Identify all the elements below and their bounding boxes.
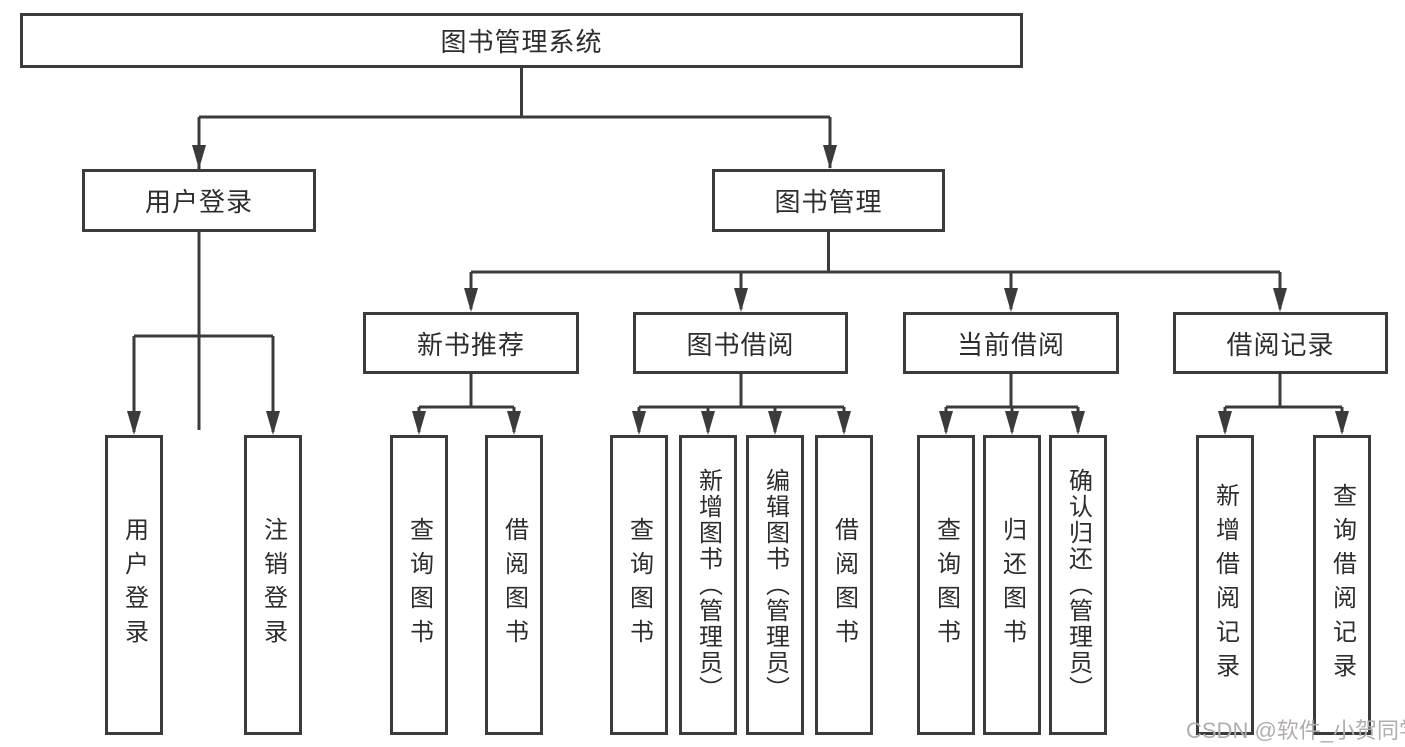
leaf-return-books-label: 归还图书 xyxy=(998,517,1026,653)
leaf-query-books-recommend: 查询图书 xyxy=(390,435,448,735)
node-book-management: 图书管理 xyxy=(712,169,945,232)
connector-root-to-level2 xyxy=(192,68,837,430)
leaf-query-books-current: 查询图书 xyxy=(917,435,975,735)
leaf-add-books-admin: 新增图书（管理员） xyxy=(679,435,737,735)
leaf-query-books-borrow-label: 查询图书 xyxy=(625,517,653,653)
node-new-book-recommend: 新书推荐 xyxy=(363,312,579,374)
leaf-add-borrow-record: 新增借阅记录 xyxy=(1196,435,1254,735)
arrowhead-icon xyxy=(701,411,715,435)
arrowhead-icon xyxy=(1335,411,1349,435)
arrowhead-icon xyxy=(464,288,478,312)
arrowhead-icon xyxy=(412,411,426,435)
leaf-query-books-recommend-label: 查询图书 xyxy=(405,517,433,653)
leaf-return-books: 归还图书 xyxy=(983,435,1041,735)
leaf-borrow-books-recommend-label: 借阅图书 xyxy=(500,517,528,653)
leaf-edit-books-admin: 编辑图书（管理员） xyxy=(746,435,804,735)
csdn-watermark: CSDN @软件_小贺同学 xyxy=(1186,718,1405,743)
arrowhead-icon xyxy=(1273,288,1287,312)
node-book-borrow: 图书借阅 xyxy=(633,312,848,374)
node-current-borrow: 当前借阅 xyxy=(903,312,1119,374)
leaf-borrow-books-label: 借阅图书 xyxy=(830,517,858,653)
connector-book-borrow-group xyxy=(632,374,851,435)
leaf-logout: 注销登录 xyxy=(244,435,302,735)
leaf-query-books-borrow: 查询图书 xyxy=(610,435,668,735)
leaf-edit-books-admin-label: 编辑图书（管理员） xyxy=(761,468,789,702)
node-book-management-label: 图书管理 xyxy=(774,187,883,217)
leaf-borrow-books-recommend: 借阅图书 xyxy=(485,435,543,735)
arrowhead-icon xyxy=(127,411,141,435)
arrowhead-icon xyxy=(1005,411,1019,435)
node-book-borrow-label: 图书借阅 xyxy=(686,329,795,360)
leaf-query-borrow-record-label: 查询借阅记录 xyxy=(1328,483,1356,687)
arrowhead-icon xyxy=(1071,411,1085,435)
connector-current-borrow-group xyxy=(939,374,1085,435)
connector-user-login-group xyxy=(127,232,280,435)
node-borrow-records: 借阅记录 xyxy=(1173,312,1388,374)
node-root: 图书管理系统 xyxy=(20,13,1023,68)
leaf-logout-label: 注销登录 xyxy=(259,517,287,653)
arrowhead-icon xyxy=(192,145,206,169)
leaf-user-login: 用户登录 xyxy=(105,435,163,735)
node-user-login: 用户登录 xyxy=(82,169,316,232)
arrowhead-icon xyxy=(768,411,782,435)
connector-book-management-group xyxy=(464,232,1287,312)
node-new-book-recommend-label: 新书推荐 xyxy=(416,329,525,360)
leaf-borrow-books: 借阅图书 xyxy=(815,435,873,735)
node-root-label: 图书管理系统 xyxy=(440,27,603,57)
arrowhead-icon xyxy=(507,411,521,435)
leaf-query-borrow-record: 查询借阅记录 xyxy=(1313,435,1371,735)
leaf-add-borrow-record-label: 新增借阅记录 xyxy=(1211,483,1239,687)
arrowhead-icon xyxy=(266,411,280,435)
arrowhead-icon xyxy=(734,288,748,312)
arrowhead-icon xyxy=(632,411,646,435)
arrowhead-icon xyxy=(1004,288,1018,312)
leaf-confirm-return-admin: 确认归还（管理员） xyxy=(1049,435,1107,735)
connector-borrow-record-group xyxy=(1218,374,1349,435)
connector-new-book-group xyxy=(412,374,521,435)
leaf-add-books-admin-label: 新增图书（管理员） xyxy=(694,468,722,702)
leaf-confirm-return-admin-label: 确认归还（管理员） xyxy=(1064,468,1092,702)
arrowhead-icon xyxy=(823,145,837,169)
arrowhead-icon xyxy=(837,411,851,435)
node-user-login-label: 用户登录 xyxy=(144,187,253,217)
leaf-query-books-current-label: 查询图书 xyxy=(932,517,960,653)
leaf-user-login-label: 用户登录 xyxy=(120,517,148,653)
arrowhead-icon xyxy=(1218,411,1232,435)
arrowhead-icon xyxy=(939,411,953,435)
node-borrow-records-label: 借阅记录 xyxy=(1226,329,1335,360)
node-current-borrow-label: 当前借阅 xyxy=(956,329,1065,360)
